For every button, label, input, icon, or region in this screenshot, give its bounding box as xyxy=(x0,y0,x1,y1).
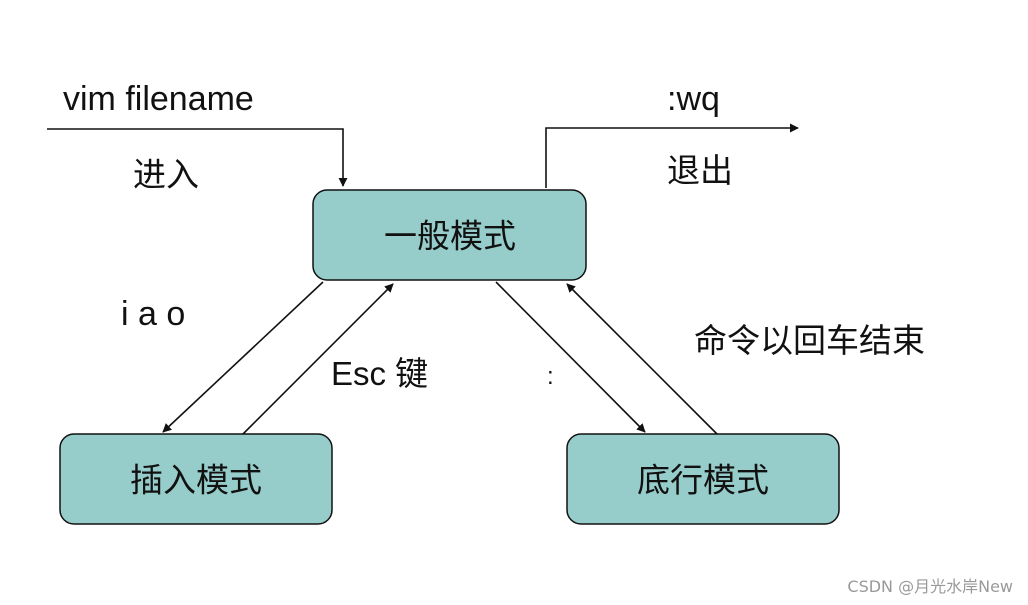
edge-command-line-to-normal xyxy=(566,283,718,435)
node-command-line-mode-label: 底行模式 xyxy=(637,461,769,500)
node-normal-mode-label: 一般模式 xyxy=(384,217,516,256)
node-command-line-mode: 底行模式 xyxy=(566,433,840,525)
edge-normal-to-insert xyxy=(162,281,324,433)
label-quit-command: :wq xyxy=(667,80,720,118)
label-quit: 退出 xyxy=(667,151,733,190)
edge-open-to-normal xyxy=(47,128,348,187)
edge-normal-to-command-line xyxy=(495,281,646,433)
label-insert-keys: i a o xyxy=(121,295,185,333)
node-insert-mode: 插入模式 xyxy=(59,433,333,525)
edge-insert-to-normal xyxy=(242,283,394,435)
node-normal-mode: 一般模式 xyxy=(312,189,587,281)
node-insert-mode-label: 插入模式 xyxy=(130,461,262,500)
label-escape-key: Esc 键 xyxy=(331,355,428,392)
watermark: CSDN @月光水岸New xyxy=(847,577,1013,596)
label-colon-key: : xyxy=(547,363,554,390)
edge-normal-to-quit xyxy=(545,123,799,188)
label-open-command: vim filename xyxy=(63,80,254,118)
label-enter-to-finish: 命令以回车结束 xyxy=(694,321,925,360)
label-enter: 进入 xyxy=(133,155,199,194)
